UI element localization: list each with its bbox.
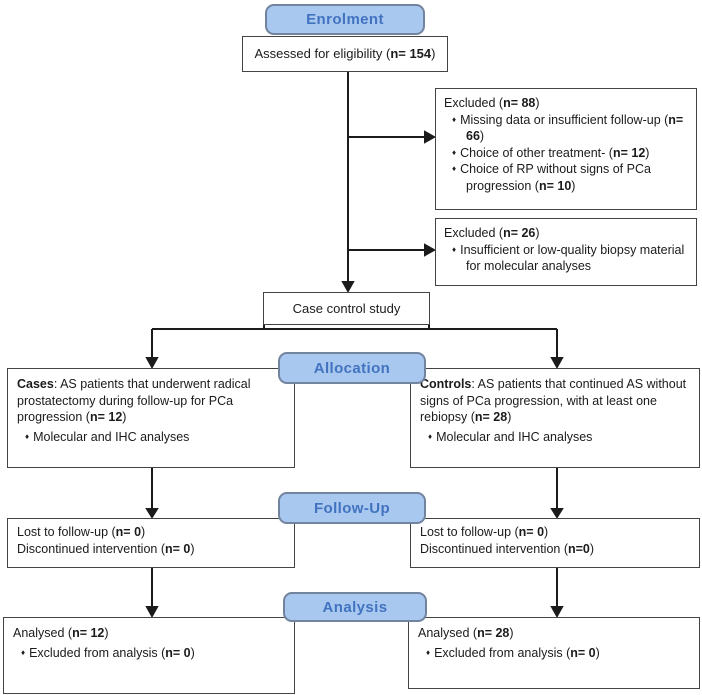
followup-right-box: Lost to follow-up (n= 0) Discontinued in… [410,518,700,568]
arrowhead-down-icon [145,508,159,519]
diamond-bullet-icon: ♦ [25,431,30,441]
case-control-text: Case control study [292,300,401,316]
arrowhead-down-icon [145,606,159,619]
case-control-box: Case control study [263,292,430,325]
controls-box: Controls: AS patients that continued AS … [410,368,700,468]
diamond-bullet-icon: ♦ [426,647,431,657]
diamond-bullet-icon: ♦ [452,164,457,173]
diamond-bullet-icon: ♦ [452,147,457,157]
excluded-box-2: Excluded (n= 26) ♦Insufficient or low-qu… [435,218,697,286]
analysis-right-line1: Analysed (n= 28) [418,626,514,640]
diamond-bullet-icon: ♦ [21,647,26,657]
excluded1-bullet-1: ♦Missing data or insufficient follow-up … [452,112,684,144]
excluded2-title: Excluded (n= 26) [444,226,540,240]
arrowhead-down-icon [341,281,355,294]
stage-label-followup: Follow-Up [278,492,426,524]
followup-left-line1: Lost to follow-up (n= 0) [17,525,146,539]
controls-bullet-1: ♦Molecular and IHC analyses [428,429,593,444]
analysis-left-bullet-1: ♦Excluded from analysis (n= 0) [21,645,195,660]
arrowhead-down-icon [145,357,159,370]
followup-right-line2: Discontinued intervention (n=0) [420,541,595,556]
stage-label-enrolment: Enrolment [265,4,425,35]
analysis-right-bullet-1: ♦Excluded from analysis (n= 0) [426,645,600,660]
followup-right-line1: Lost to follow-up (n= 0) [420,525,549,539]
arrowhead-right-icon [424,130,437,144]
arrowhead-right-icon [424,243,437,257]
stage-label-allocation: Allocation [278,352,426,384]
excluded1-bullet-2: ♦Choice of other treatment- (n= 12) [452,145,650,160]
excluded-box-1: Excluded (n= 88) ♦Missing data or insuff… [435,88,697,210]
stage-label-analysis: Analysis [283,592,427,622]
followup-left-line2: Discontinued intervention (n= 0) [17,541,195,556]
excluded1-title: Excluded (n= 88) [444,96,540,110]
controls-text: Controls: AS patients that continued AS … [420,377,687,424]
excluded2-bullet-1: ♦Insufficient or low-quality biopsy mate… [452,242,685,274]
excluded1-bullet-3: ♦Choice of RP without signs of PCa progr… [452,162,651,193]
cases-bullet-1: ♦Molecular and IHC analyses [25,429,190,444]
diamond-bullet-icon: ♦ [452,114,457,124]
arrowhead-down-icon [550,508,564,519]
diamond-bullet-icon: ♦ [452,244,457,254]
assessed-text: Assessed for eligibility (n= 154) [254,46,436,62]
followup-left-box: Lost to follow-up (n= 0) Discontinued in… [7,518,295,568]
assessed-box: Assessed for eligibility (n= 154) [242,36,448,72]
arrowhead-down-icon [550,606,564,619]
connector-lines [145,72,564,619]
analysis-right-box: Analysed (n= 28) ♦Excluded from analysis… [408,617,700,689]
arrowhead-down-icon [550,357,564,370]
analysis-left-box: Analysed (n= 12) ♦Excluded from analysis… [3,617,295,694]
cases-text: Cases: AS patients that underwent radica… [17,377,251,424]
diamond-bullet-icon: ♦ [428,431,433,441]
analysis-left-line1: Analysed (n= 12) [13,626,109,640]
cases-box: Cases: AS patients that underwent radica… [7,368,295,468]
